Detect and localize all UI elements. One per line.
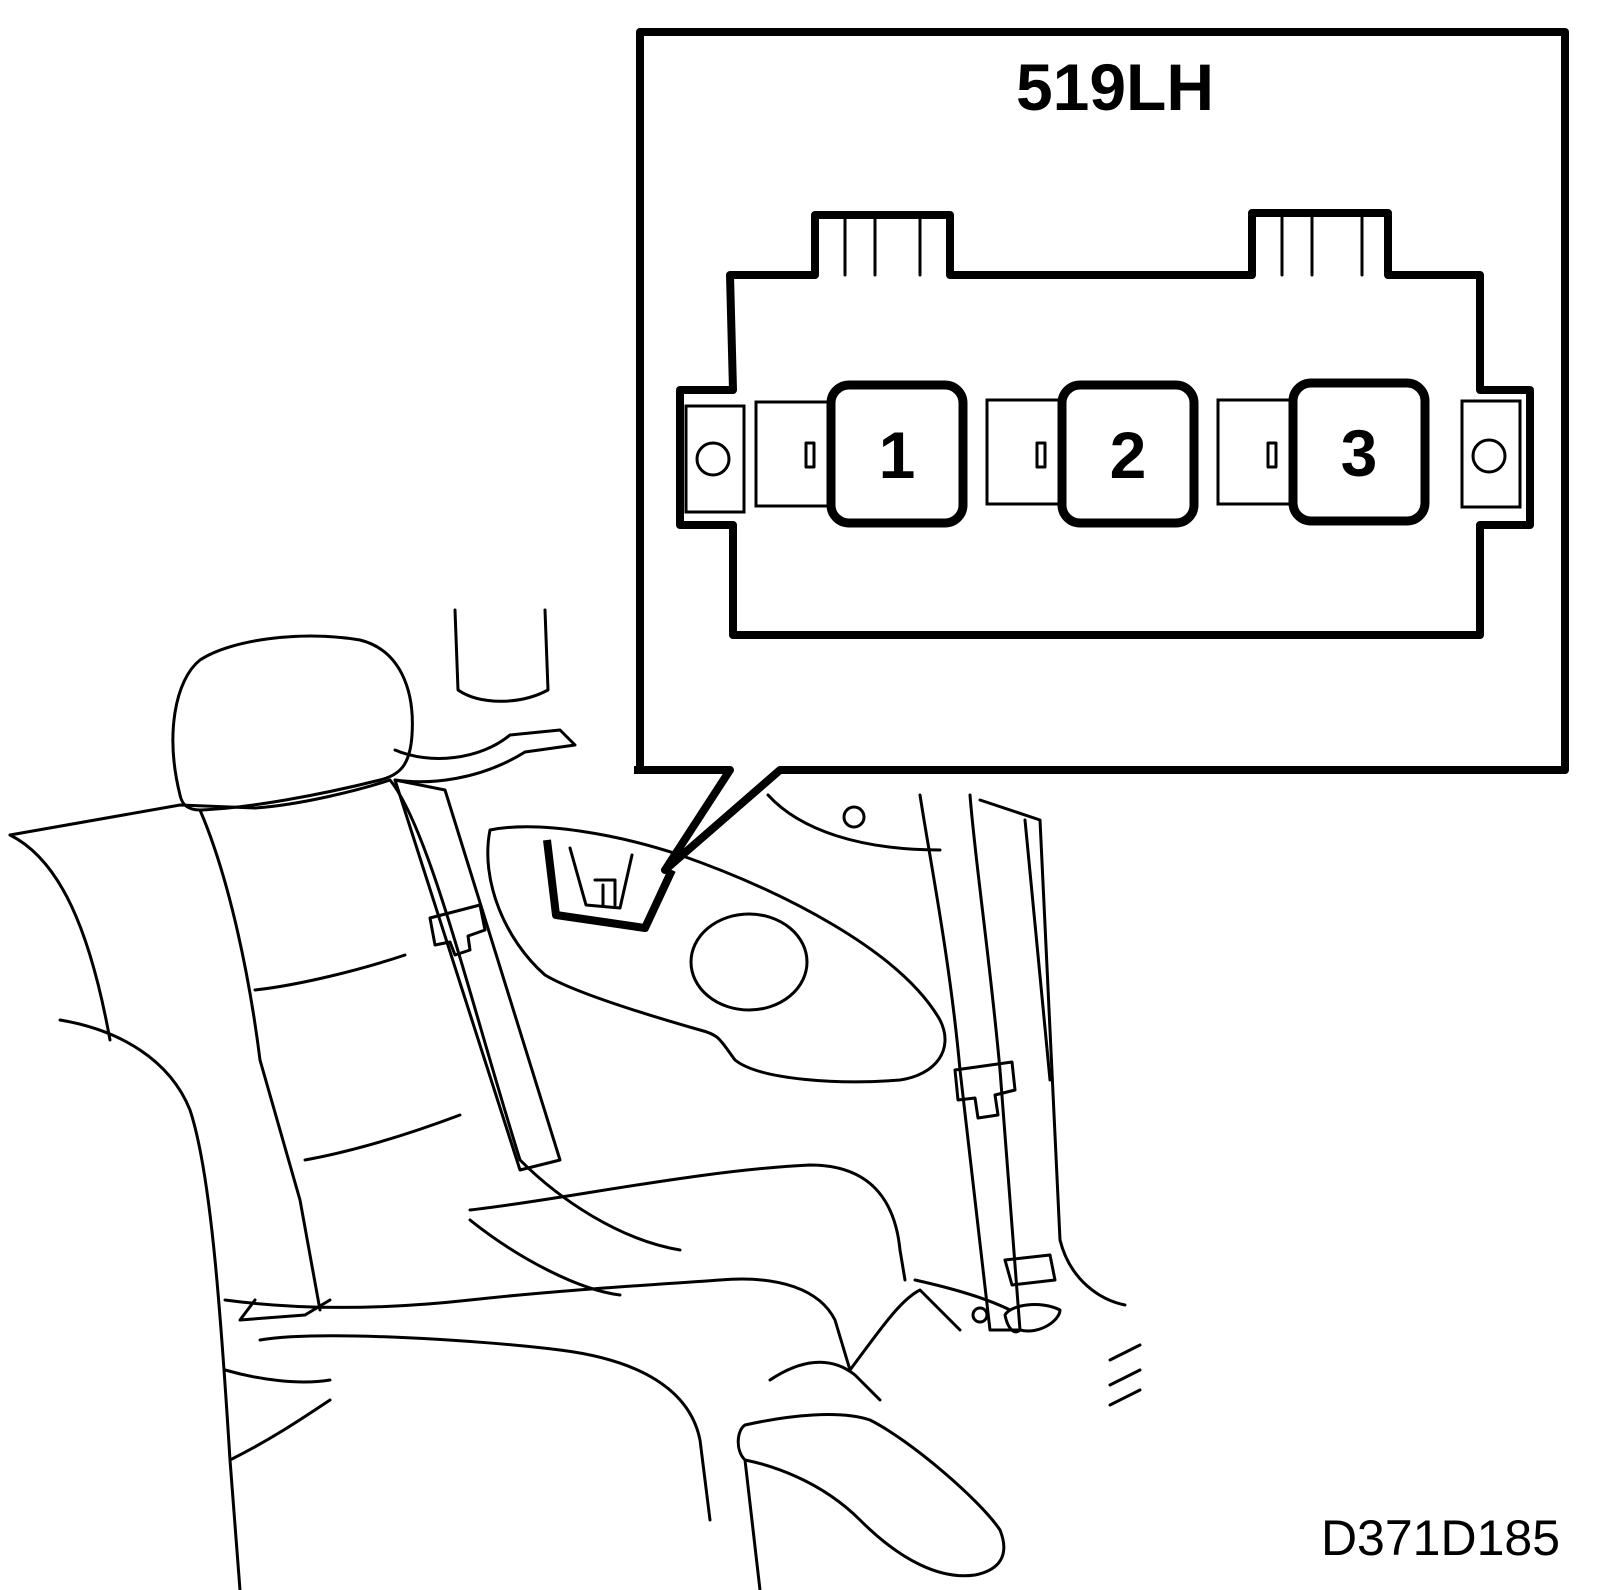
- rear-seat-illustration: [8, 608, 1142, 1590]
- callout-outline: [636, 28, 1569, 874]
- callout-box: 519LH 1 2 3: [634, 28, 1569, 874]
- relay-latch-2: [985, 398, 1063, 506]
- seatback: [8, 778, 682, 1252]
- relay-1: [826, 380, 968, 528]
- mounting-hole-right: [1471, 438, 1507, 474]
- armrest: [736, 1413, 1006, 1578]
- relay-2-label: 2: [1110, 418, 1147, 492]
- relay-1-label: 1: [879, 418, 916, 492]
- trim-panel: [486, 825, 947, 1084]
- seat-belt-left: [393, 778, 562, 1172]
- callout-title: 519LH: [1016, 50, 1214, 124]
- relay-latch-1: [754, 400, 832, 508]
- mounting-tab-left: [684, 404, 746, 514]
- mounting-tab-right: [1460, 399, 1522, 509]
- relay-2: [1057, 380, 1199, 528]
- relay-latch-3: [1216, 398, 1294, 506]
- relay-block: [676, 209, 1534, 639]
- mounting-hole-left: [695, 441, 731, 477]
- speaker-grille: [689, 912, 809, 1012]
- relay-3: [1288, 378, 1430, 526]
- relay-3-label: 3: [1341, 416, 1378, 490]
- seat-belt-right: [918, 793, 1022, 1332]
- figure-code: D371D185: [1321, 1510, 1560, 1566]
- relay-bracket: [543, 839, 676, 932]
